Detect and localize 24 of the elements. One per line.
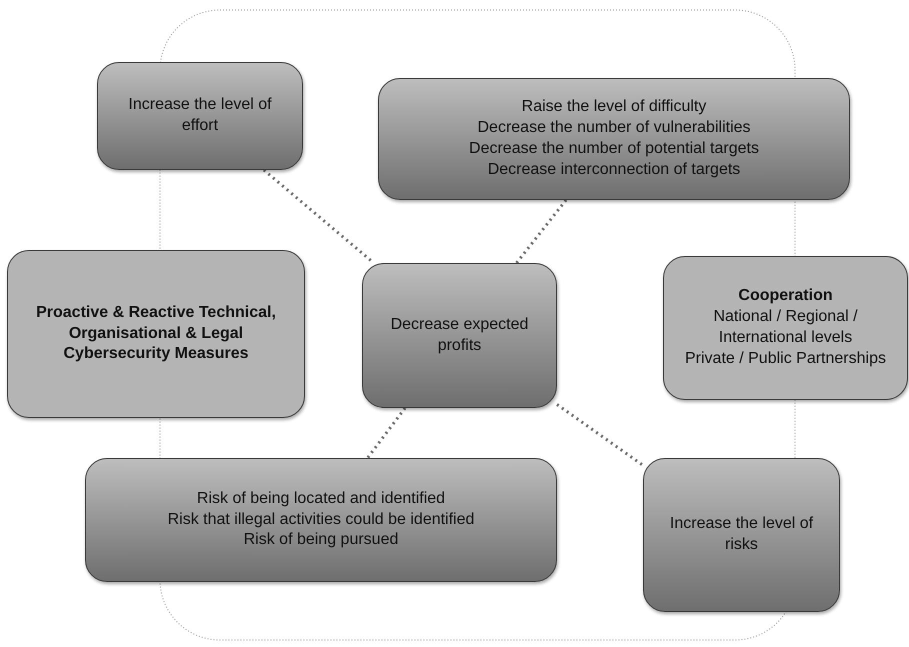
box-text: Risk of being located and identified <box>196 488 446 509</box>
box-text: National / Regional / International levels <box>712 307 859 348</box>
dotted-connector <box>366 407 406 459</box>
box-text: Decrease expected profits <box>390 314 530 356</box>
rounded-box <box>643 458 840 612</box>
dotted-connector <box>556 403 644 467</box>
box-text: Cooperation <box>738 286 833 306</box>
box-text: Decrease interconnection of targets <box>488 160 740 180</box>
box-text: Risk that illegal activities could be identified <box>168 510 474 530</box>
box-text: Private / Public Partnerships <box>685 348 886 369</box>
rounded-box <box>663 256 908 400</box>
rounded-box <box>97 62 303 170</box>
rounded-box <box>362 263 557 408</box>
box-text: Decrease the number of vulnerabilities <box>477 118 751 138</box>
dotted-connector <box>515 199 568 264</box>
box-text: Raise the level of difficulty <box>522 97 706 118</box>
box-text: Risk of being pursued <box>244 530 398 550</box>
rounded-box <box>7 250 305 418</box>
box-text: Decrease the number of potential targets <box>469 139 759 159</box>
box-text: Proactive & Reactive Technical, Organisational & Legal Cybersecurity Measures <box>35 302 277 364</box>
box-text: Increase the level of effort <box>127 95 273 136</box>
rounded-box <box>85 458 557 582</box>
box-text: Increase the level of risks <box>668 514 814 555</box>
rounded-box <box>378 78 850 200</box>
